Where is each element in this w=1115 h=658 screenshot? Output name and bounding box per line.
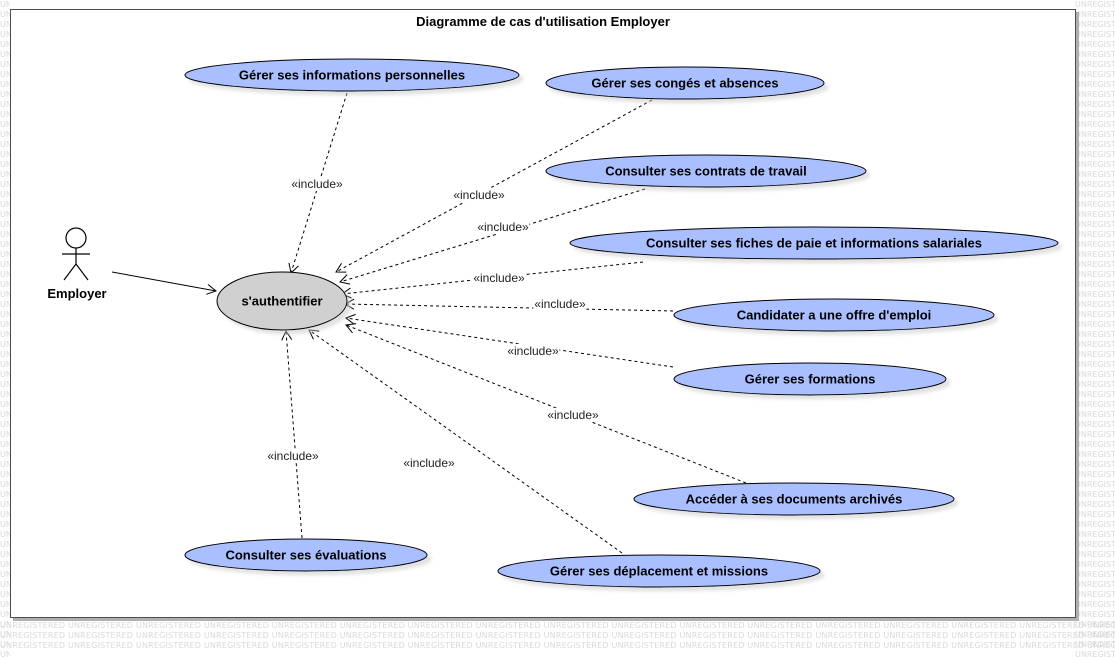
use-case-ellipse[interactable] [497,554,821,588]
include-stereotype-label: «include» [506,344,560,358]
use-case-label[interactable]: Gérer ses congés et absences [591,75,779,91]
include-stereotype-label: «include» [452,188,506,202]
use-case-ellipse[interactable] [633,482,955,516]
use-case-label[interactable]: Consulter ses évaluations [225,547,387,563]
actor-left-leg [63,263,77,281]
use-case-label[interactable]: Candidater a une offre d'emploi [736,307,932,323]
include-dependency-line [339,188,646,285]
use-case-label[interactable]: Accéder à ses documents archivés [685,491,903,507]
use-case-ellipse[interactable] [569,226,1059,260]
include-stereotype-label: «include» [533,297,587,311]
use-case-ellipse[interactable] [673,298,995,332]
use-case-ellipse[interactable] [545,154,867,188]
watermark-row: UNREGISTERED UNREGISTERED UNREGISTERED U… [0,621,1115,630]
include-stereotype-label: «include» [546,408,600,422]
use-case-authenticate[interactable] [216,271,348,331]
watermark-row: UNREGISTERED UNREGISTERED UNREGISTERED U… [0,631,1115,640]
include-dependency-line [343,298,674,312]
include-stereotype-label: «include» [476,220,530,234]
use-case-label[interactable]: Consulter ses contrats de travail [605,163,807,179]
watermark-column: UNREGISTEREDUNREGISTEREDUNREGISTEREDUNRE… [0,0,10,658]
include-stereotype-label: «include» [472,271,526,285]
include-dependency-line [281,329,303,539]
use-case-authenticate-label[interactable]: s'authentifier [241,293,323,309]
diagram-title: Diagramme de cas d'utilisation Employer [416,14,670,29]
actor-figure [62,227,90,281]
actor-head [65,227,87,249]
use-case-label[interactable]: Gérer ses formations [744,371,876,387]
actor-right-leg [75,263,89,281]
use-case-ellipse[interactable] [545,66,825,100]
use-case-ellipse[interactable] [184,538,428,572]
include-stereotype-label: «include» [402,456,456,470]
include-dependency-line [288,92,348,274]
use-case-label[interactable]: Gérer ses déplacement et missions [549,563,769,579]
actor-name: Employer [47,286,107,301]
use-case-label[interactable]: Gérer ses informations personnelles [238,67,466,83]
include-stereotype-label: «include» [290,177,344,191]
watermark-column: UNREGISTEREDUNREGISTEREDUNREGISTEREDUNRE… [1075,0,1115,658]
use-case-ellipse[interactable] [673,362,947,396]
actor-association-line [111,271,218,295]
use-case-shapes [184,58,1059,588]
include-dependency-line [344,313,674,368]
use-case-ellipse[interactable] [184,58,520,92]
include-dependency-line [308,329,623,554]
include-stereotype-label: «include» [266,449,320,463]
watermark-row: UNREGISTERED UNREGISTERED UNREGISTERED U… [0,641,1115,650]
use-case-label[interactable]: Consulter ses fiches de paie et informat… [646,235,982,251]
